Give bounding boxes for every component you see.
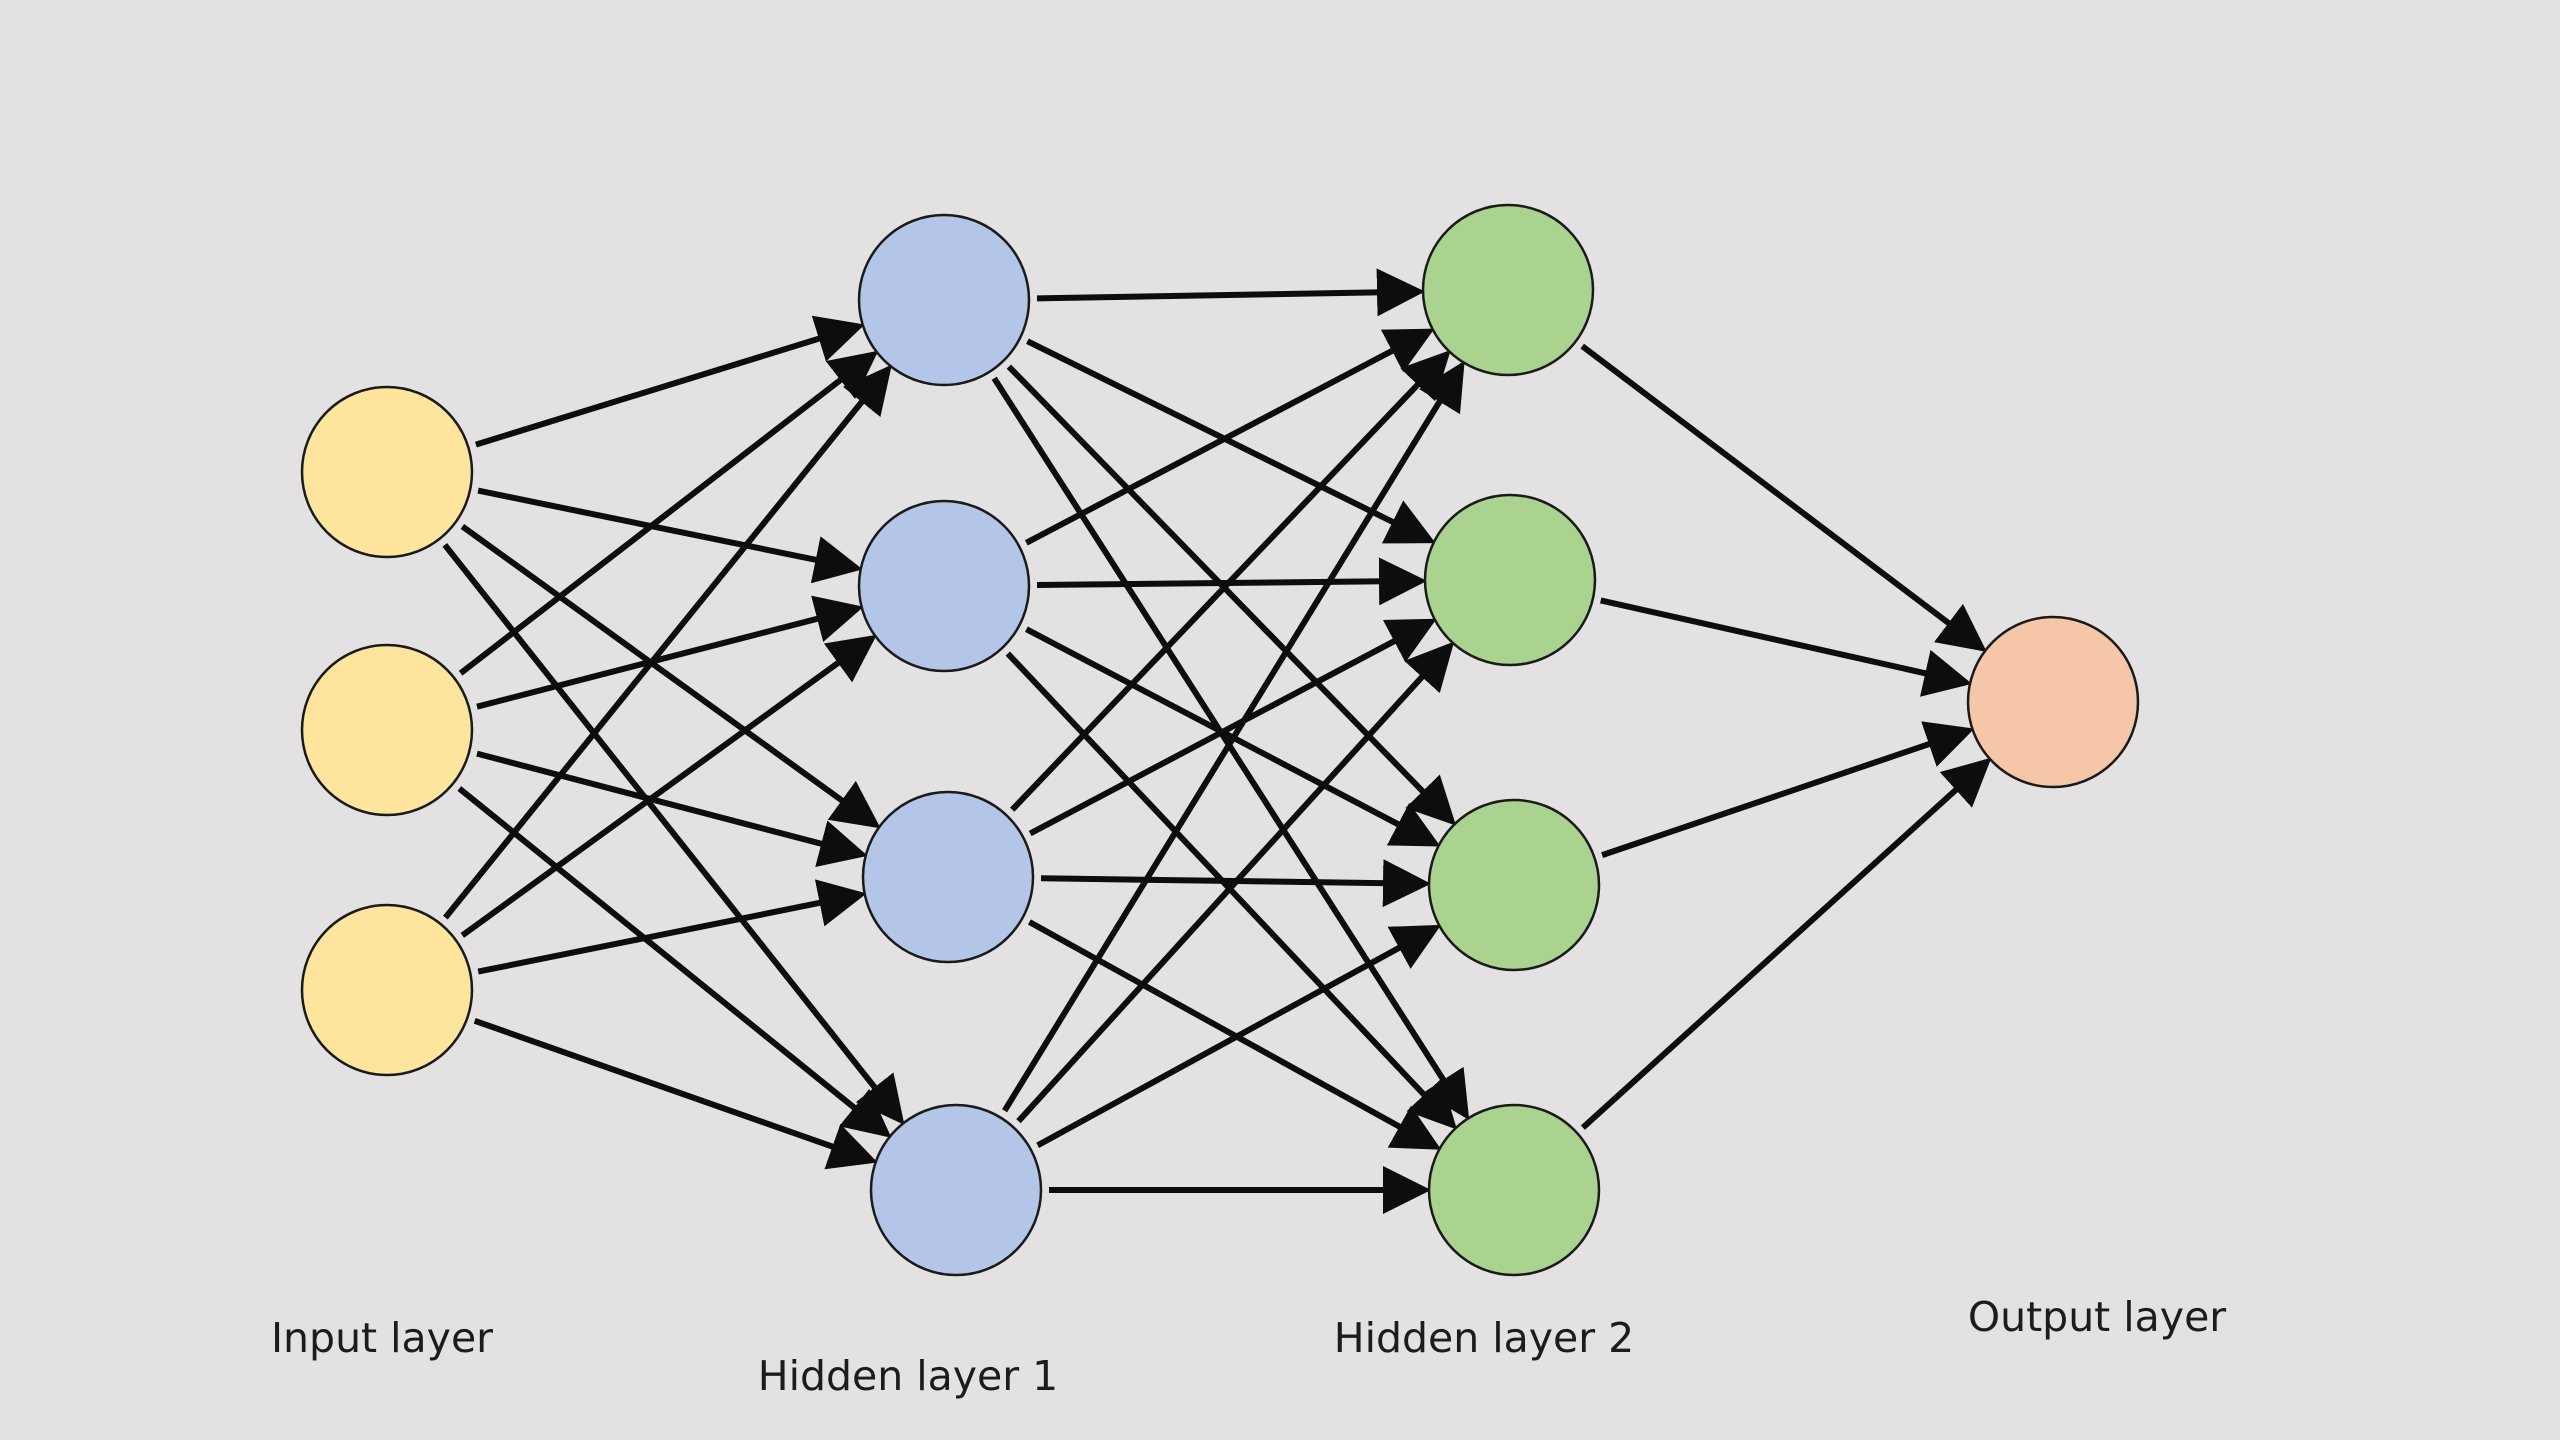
- connection-hidden1-4-to-hidden2-2: [1016, 641, 1455, 1124]
- connection-hidden1-2-to-hidden2-1: [1024, 328, 1435, 546]
- hidden2-neuron-1: [1421, 203, 1595, 377]
- connection-hidden2-1-to-output-1: [1580, 343, 1987, 652]
- connection-input-3-to-hidden1-3: [477, 879, 867, 975]
- connection-input-1-to-hidden1-3: [460, 523, 881, 829]
- connection-hidden2-2-to-output-1: [1600, 597, 1973, 697]
- input-neuron-3: [300, 903, 474, 1077]
- connection-input-1-to-hidden1-1: [475, 315, 865, 448]
- connection-input-2-to-hidden1-3: [476, 750, 868, 867]
- connection-layer: [442, 268, 1992, 1214]
- connection-hidden1-4-to-hidden2-3: [1036, 924, 1442, 1149]
- connection-input-1-to-hidden1-2: [477, 487, 863, 584]
- connection-hidden1-1-to-hidden2-3: [1006, 364, 1457, 826]
- hidden1-neuron-1: [857, 213, 1031, 387]
- connection-hidden1-1-to-hidden2-1: [1036, 268, 1425, 317]
- hidden1-neuron-2: [857, 499, 1031, 673]
- hidden-layer-2-label: Hidden layer 2: [1334, 1314, 1635, 1362]
- connection-input-2-to-hidden1-4: [457, 786, 892, 1138]
- output-neuron-1: [1966, 615, 2140, 789]
- hidden2-neuron-3: [1427, 798, 1601, 972]
- connection-input-1-to-hidden1-4: [442, 543, 905, 1125]
- hidden1-neuron-4: [869, 1103, 1043, 1277]
- input-layer-label: Input layer: [271, 1314, 493, 1362]
- connection-input-2-to-hidden1-2: [476, 595, 864, 710]
- input-neuron-1: [300, 385, 474, 559]
- connection-hidden1-3-to-hidden2-2: [1028, 618, 1437, 837]
- connection-input-3-to-hidden1-1: [443, 364, 892, 920]
- connection-hidden1-3-to-hidden2-1: [1010, 350, 1451, 812]
- hidden-layer-1-label: Hidden layer 1: [758, 1352, 1059, 1400]
- connection-input-2-to-hidden1-1: [458, 350, 879, 676]
- connection-hidden2-3-to-output-1: [1601, 721, 1975, 858]
- connection-hidden1-4-to-hidden2-1: [1002, 360, 1465, 1113]
- input-neuron-2: [300, 643, 474, 817]
- output-layer-label: Output layer: [1968, 1293, 2226, 1341]
- neuron-layer: [300, 203, 2140, 1277]
- connection-input-3-to-hidden1-4: [473, 1017, 878, 1170]
- connection-input-3-to-hidden1-2: [460, 634, 877, 938]
- hidden2-neuron-2: [1423, 493, 1597, 667]
- connection-hidden2-4-to-output-1: [1580, 757, 1992, 1130]
- hidden1-neuron-3: [861, 790, 1035, 964]
- connection-hidden1-1-to-hidden2-2: [1026, 338, 1436, 544]
- hidden2-neuron-4: [1427, 1103, 1601, 1277]
